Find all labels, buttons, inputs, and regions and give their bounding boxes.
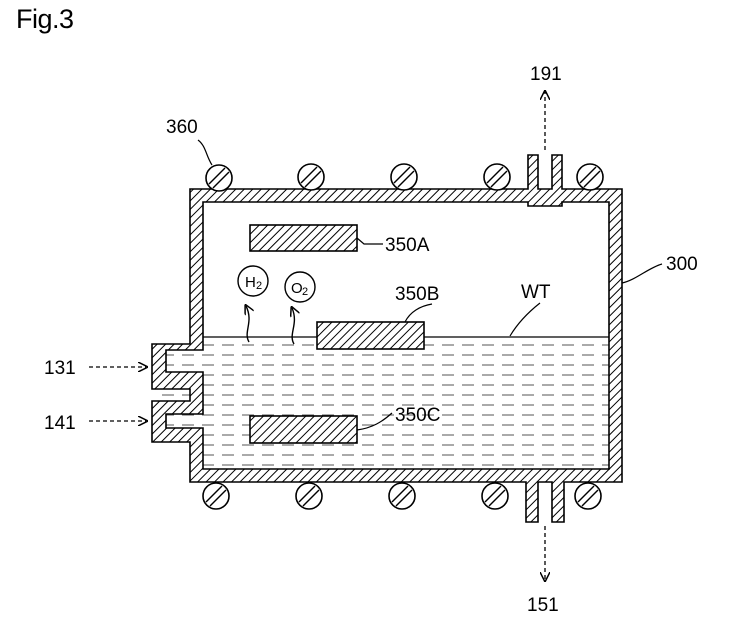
o2-symbol: O: [291, 280, 303, 297]
label-360: 360: [166, 117, 198, 138]
electrode-350b: [317, 322, 424, 349]
label-151: 151: [527, 595, 559, 616]
label-131: 131: [44, 358, 76, 379]
electrode-350c: [250, 416, 357, 443]
h2-symbol: H: [245, 274, 256, 291]
label-350c: 350C: [395, 405, 440, 426]
leader-360: [198, 140, 212, 165]
label-wt: WT: [521, 282, 551, 303]
water-body: [203, 337, 611, 469]
label-350b: 350B: [395, 284, 439, 305]
label-141: 141: [44, 413, 76, 434]
h2-subscript: 2: [256, 280, 262, 292]
electrode-350a: [250, 225, 357, 251]
leader-350b: [405, 304, 432, 322]
leader-350a: [357, 238, 383, 244]
label-350a: 350A: [385, 235, 430, 256]
heater-elements-top: [206, 164, 603, 191]
leader-300: [622, 264, 662, 283]
label-191: 191: [530, 64, 562, 85]
label-300: 300: [666, 254, 698, 275]
leader-wt: [510, 303, 540, 336]
heater-elements-bottom: [203, 483, 601, 509]
o2-subscript: 2: [302, 286, 308, 298]
